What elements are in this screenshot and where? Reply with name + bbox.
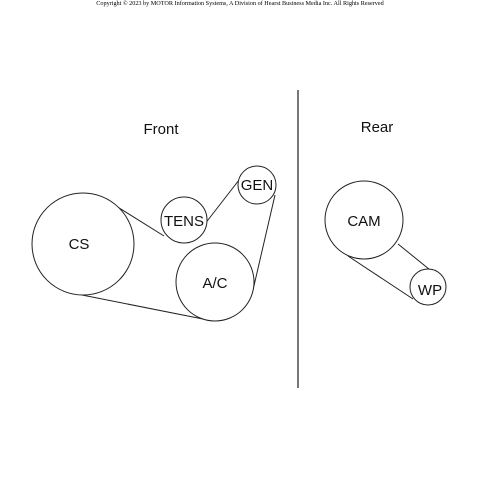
front-section-title: Front bbox=[143, 121, 179, 138]
ac-pulley bbox=[175, 242, 255, 322]
cam-pulley bbox=[324, 180, 404, 260]
belt-segment-cs-tens bbox=[115, 205, 165, 237]
cam-pulley-label: CAM bbox=[347, 213, 380, 230]
wp-pulley bbox=[409, 268, 447, 306]
belt-segment-cam-wp-lower bbox=[347, 255, 414, 300]
wp-pulley-label: WP bbox=[418, 282, 442, 299]
copyright-notice: Copyright © 2023 by MOTOR Information Sy… bbox=[96, 0, 384, 7]
rear-section-title: Rear bbox=[361, 119, 394, 136]
cs-pulley-label: CS bbox=[69, 236, 90, 253]
gen-pulley-label: GEN bbox=[241, 177, 274, 194]
tens-pulley bbox=[160, 196, 208, 244]
tens-pulley-label: TENS bbox=[164, 213, 204, 230]
cs-pulley bbox=[31, 192, 135, 296]
gen-pulley bbox=[237, 165, 277, 205]
belt-segment-ac-cs bbox=[81, 294, 209, 321]
ac-pulley-label: A/C bbox=[202, 275, 227, 292]
belt-segment-gen-ac bbox=[252, 194, 276, 291]
